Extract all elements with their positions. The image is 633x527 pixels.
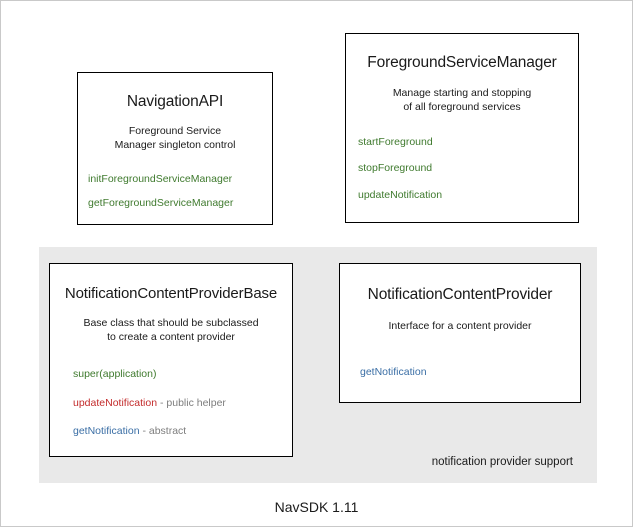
class-box-navigation-api[interactable]: NavigationAPI Foreground Service Manager… <box>77 72 273 225</box>
class-box-notification-content-provider-base[interactable]: NotificationContentProviderBase Base cla… <box>49 263 293 457</box>
method-name: super(application) <box>73 367 157 380</box>
method-name: updateNotification <box>73 396 158 409</box>
method-list: super(application) updateNotification - … <box>50 367 292 438</box>
method-name: stopForeground <box>358 162 433 175</box>
class-description: Foreground Service Manager singleton con… <box>78 125 272 153</box>
class-box-notification-content-provider[interactable]: NotificationContentProvider Interface fo… <box>339 263 581 403</box>
class-description-line: of all foreground services <box>403 100 521 113</box>
class-description: Interface for a content provider <box>340 320 580 334</box>
group-label: notification provider support <box>431 456 573 468</box>
class-description: Manage starting and stopping of all fore… <box>346 87 578 115</box>
method-note: - public helper <box>157 396 226 409</box>
method-name: getNotification <box>360 365 427 378</box>
method-note: - abstract <box>139 425 187 438</box>
method-list: startForeground stopForeground updateNot… <box>346 135 578 202</box>
class-description-line: Manage starting and stopping <box>392 86 532 99</box>
method-row[interactable]: getForegroundServiceManager <box>88 197 272 210</box>
method-name: initForegroundServiceManager <box>88 172 233 185</box>
footer-caption: NavSDK 1.11 <box>274 499 359 515</box>
class-title: NotificationContentProvider <box>367 286 553 303</box>
class-description-line: Manager singleton control <box>114 138 236 151</box>
method-row[interactable]: getNotification - abstract <box>73 425 292 438</box>
method-name: getForegroundServiceManager <box>88 197 234 210</box>
class-description: Base class that should be subclassed to … <box>50 317 292 345</box>
method-row[interactable]: super(application) <box>73 367 292 381</box>
class-title: ForegroundServiceManager <box>367 54 557 71</box>
method-list: initForegroundServiceManager getForegrou… <box>78 172 272 210</box>
class-description-line: Foreground Service <box>128 124 222 137</box>
method-name: startForeground <box>358 135 433 148</box>
method-row[interactable]: startForeground <box>358 135 578 149</box>
class-description-line: to create a content provider <box>107 331 235 344</box>
class-title: NavigationAPI <box>126 93 224 110</box>
class-box-foreground-service-manager[interactable]: ForegroundServiceManager Manage starting… <box>345 33 579 223</box>
method-list: getNotification <box>340 365 580 379</box>
method-row[interactable]: updateNotification <box>358 188 578 202</box>
method-name: updateNotification <box>358 188 443 201</box>
method-row[interactable]: initForegroundServiceManager <box>88 172 272 186</box>
class-description-line: Base class that should be subclassed <box>83 317 259 330</box>
method-row[interactable]: stopForeground <box>358 162 578 175</box>
class-description-line: Interface for a content provider <box>388 319 532 332</box>
method-row[interactable]: getNotification <box>360 365 580 379</box>
class-title: NotificationContentProviderBase <box>64 285 278 302</box>
method-name: getNotification <box>73 425 140 438</box>
method-row[interactable]: updateNotification - public helper <box>73 396 292 410</box>
